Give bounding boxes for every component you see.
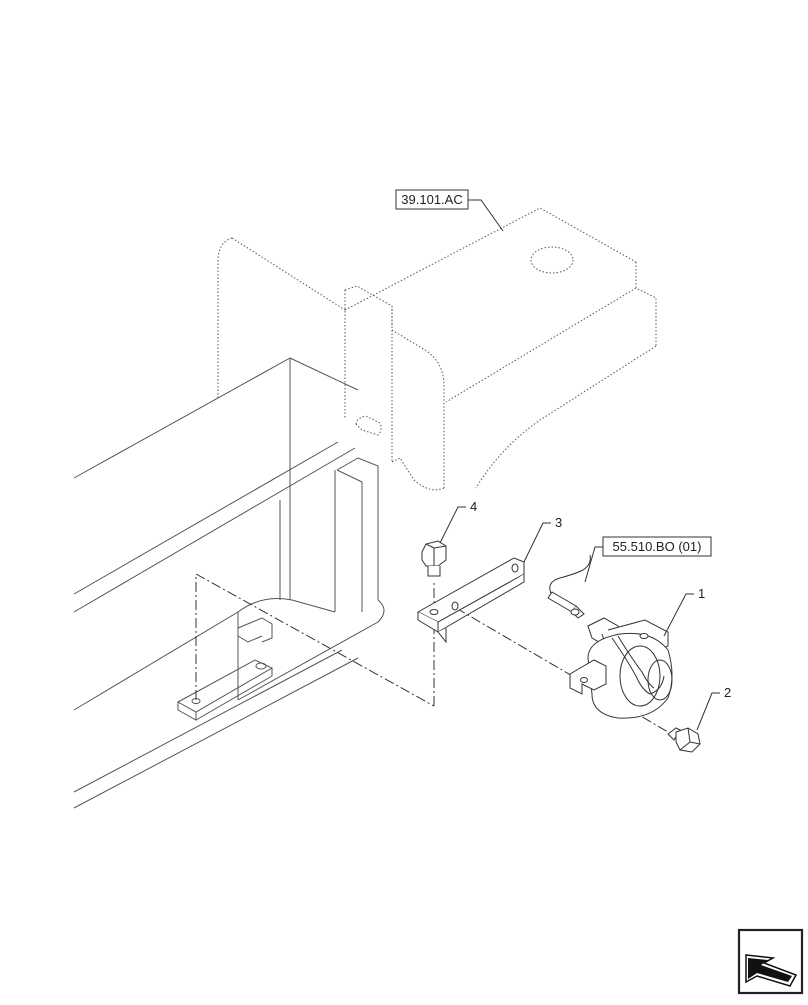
callout-3: 3	[523, 515, 562, 563]
callout-1: 1	[663, 586, 705, 637]
callout-3-number: 3	[555, 515, 562, 530]
callout-4: 4	[439, 499, 477, 544]
callout-4-number: 4	[470, 499, 477, 514]
leader-frame	[468, 199, 504, 232]
long-beam	[73, 357, 385, 809]
callout-2: 2	[696, 685, 731, 731]
mount-plate	[176, 617, 274, 721]
next-page-arrow-icon[interactable]	[737, 928, 804, 995]
ref-box-harness[interactable]: 55.510.BO (01)	[602, 536, 712, 557]
ref-label-harness: 55.510.BO (01)	[613, 539, 702, 554]
leader-harness	[584, 546, 603, 583]
part-4-bolt	[421, 540, 447, 577]
part-3-bracket	[416, 557, 525, 644]
part-2-bolt	[667, 727, 701, 753]
frame-phantom	[217, 207, 657, 491]
ref-box-frame[interactable]: 39.101.AC	[395, 189, 469, 210]
callout-1-number: 1	[698, 586, 705, 601]
part-1-alarm	[547, 554, 673, 719]
ref-label-frame: 39.101.AC	[401, 192, 462, 207]
callout-2-number: 2	[724, 685, 731, 700]
